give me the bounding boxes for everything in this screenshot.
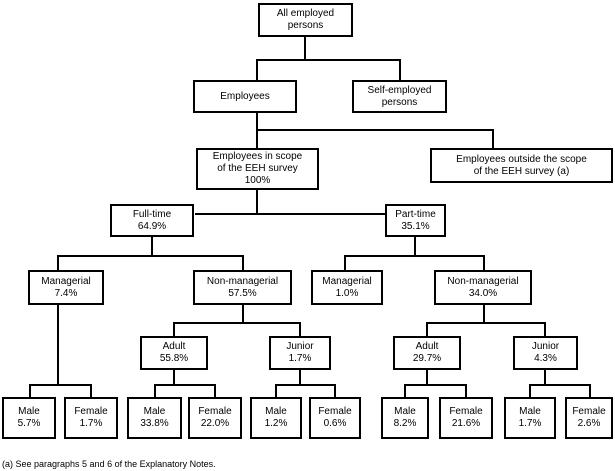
node-ft-junior-male: Male 1.2%	[250, 397, 302, 439]
node-label: Male 1.2%	[264, 406, 288, 429]
node-pt-adult-male: Male 8.2%	[381, 397, 429, 439]
node-label: Junior 1.7%	[286, 341, 314, 364]
node-ft-adult-male: Male 33.8%	[127, 397, 182, 439]
footnote: (a) See paragraphs 5 and 6 of the Explan…	[2, 459, 216, 469]
node-label: Female 0.6%	[318, 406, 352, 429]
node-ft-adult: Adult 55.8%	[140, 336, 208, 370]
connector-ptj-to-male	[529, 370, 546, 397]
connector-fta-to-male	[154, 370, 175, 397]
node-full-time: Full-time 64.9%	[110, 204, 194, 237]
node-label: Male 1.7%	[518, 406, 542, 429]
connector-ftn-to-junior	[243, 322, 301, 336]
node-label: Female 2.6%	[572, 406, 606, 429]
node-label: Employees in scope of the EEH survey 100…	[212, 151, 303, 186]
node-self-employed-persons: Self-employed persons	[352, 80, 447, 113]
node-part-time: Part-time 35.1%	[385, 204, 446, 237]
node-label: Male 8.2%	[393, 406, 417, 429]
connector-pt-to-managerial	[344, 237, 416, 270]
node-label: Employees	[220, 90, 270, 102]
node-pt-junior-male: Male 1.7%	[504, 397, 556, 439]
node-pt-adult-female: Female 21.6%	[439, 397, 493, 439]
node-label: Managerial 1.0%	[322, 275, 372, 299]
node-pt-junior: Junior 4.3%	[513, 336, 578, 370]
node-label: Non-managerial 57.5%	[206, 275, 279, 299]
connector-ftm-to-male	[29, 305, 59, 397]
node-label: Employees outside the scope of the EEH s…	[456, 153, 587, 177]
node-pt-non-managerial: Non-managerial 34.0%	[434, 270, 532, 305]
node-pt-adult: Adult 29.7%	[393, 336, 461, 370]
node-label: Male 33.8%	[140, 406, 169, 429]
connector-in-scope-split	[217, 190, 258, 215]
connector-all-to-self-employed	[305, 59, 401, 80]
node-ft-non-managerial: Non-managerial 57.5%	[193, 270, 292, 305]
node-label: Full-time 64.9%	[132, 208, 172, 232]
connector-ptn-to-junior	[484, 322, 546, 336]
connector-ftm-to-female	[58, 384, 92, 397]
node-label: Female 21.6%	[449, 406, 483, 429]
connector-ptn-to-adult	[426, 305, 485, 336]
node-label: Adult 55.8%	[159, 341, 189, 364]
node-label: Junior 4.3%	[531, 341, 560, 364]
connector-ft-to-nonmanagerial	[152, 255, 244, 270]
node-label: Female 1.7%	[74, 406, 108, 429]
node-ft-junior: Junior 1.7%	[269, 336, 331, 370]
connector-pt-to-nonmanagerial	[415, 255, 485, 270]
node-ft-managerial: Managerial 7.4%	[28, 270, 104, 305]
connector-employees-to-outside	[257, 129, 494, 148]
node-label: Adult 29.7%	[412, 341, 442, 364]
connector-ptj-to-female	[545, 384, 591, 397]
connector-ft-to-managerial	[57, 237, 153, 270]
connector-ftn-to-adult	[173, 305, 244, 336]
node-employees-in-scope: Employees in scope of the EEH survey 100…	[196, 148, 319, 190]
connector-pta-to-male	[404, 370, 428, 397]
node-employees: Employees	[193, 80, 297, 113]
connector-fta-to-female	[174, 384, 216, 397]
connector-pta-to-female	[427, 384, 467, 397]
connector-all-to-employees	[256, 37, 306, 80]
connector-ftj-to-male	[275, 370, 301, 397]
node-ft-adult-female: Female 22.0%	[188, 397, 242, 439]
node-label: Male 5.7%	[17, 406, 41, 429]
node-ft-junior-female: Female 0.6%	[309, 397, 361, 439]
node-label: All employed persons	[276, 8, 335, 31]
node-ft-managerial-female: Female 1.7%	[64, 397, 118, 439]
node-ft-managerial-male: Male 5.7%	[2, 397, 56, 439]
node-label: Non-managerial 34.0%	[447, 275, 519, 299]
node-label: Female 22.0%	[198, 406, 232, 429]
node-pt-junior-female: Female 2.6%	[565, 397, 613, 439]
node-pt-managerial: Managerial 1.0%	[311, 270, 383, 305]
node-employees-outside-scope: Employees outside the scope of the EEH s…	[430, 148, 613, 183]
node-label: Managerial 7.4%	[41, 275, 91, 299]
node-label: Self-employed persons	[367, 84, 432, 108]
node-all-employed-persons: All employed persons	[258, 3, 353, 37]
node-label: Part-time 35.1%	[395, 208, 436, 232]
connector-ftj-to-female	[300, 384, 336, 397]
